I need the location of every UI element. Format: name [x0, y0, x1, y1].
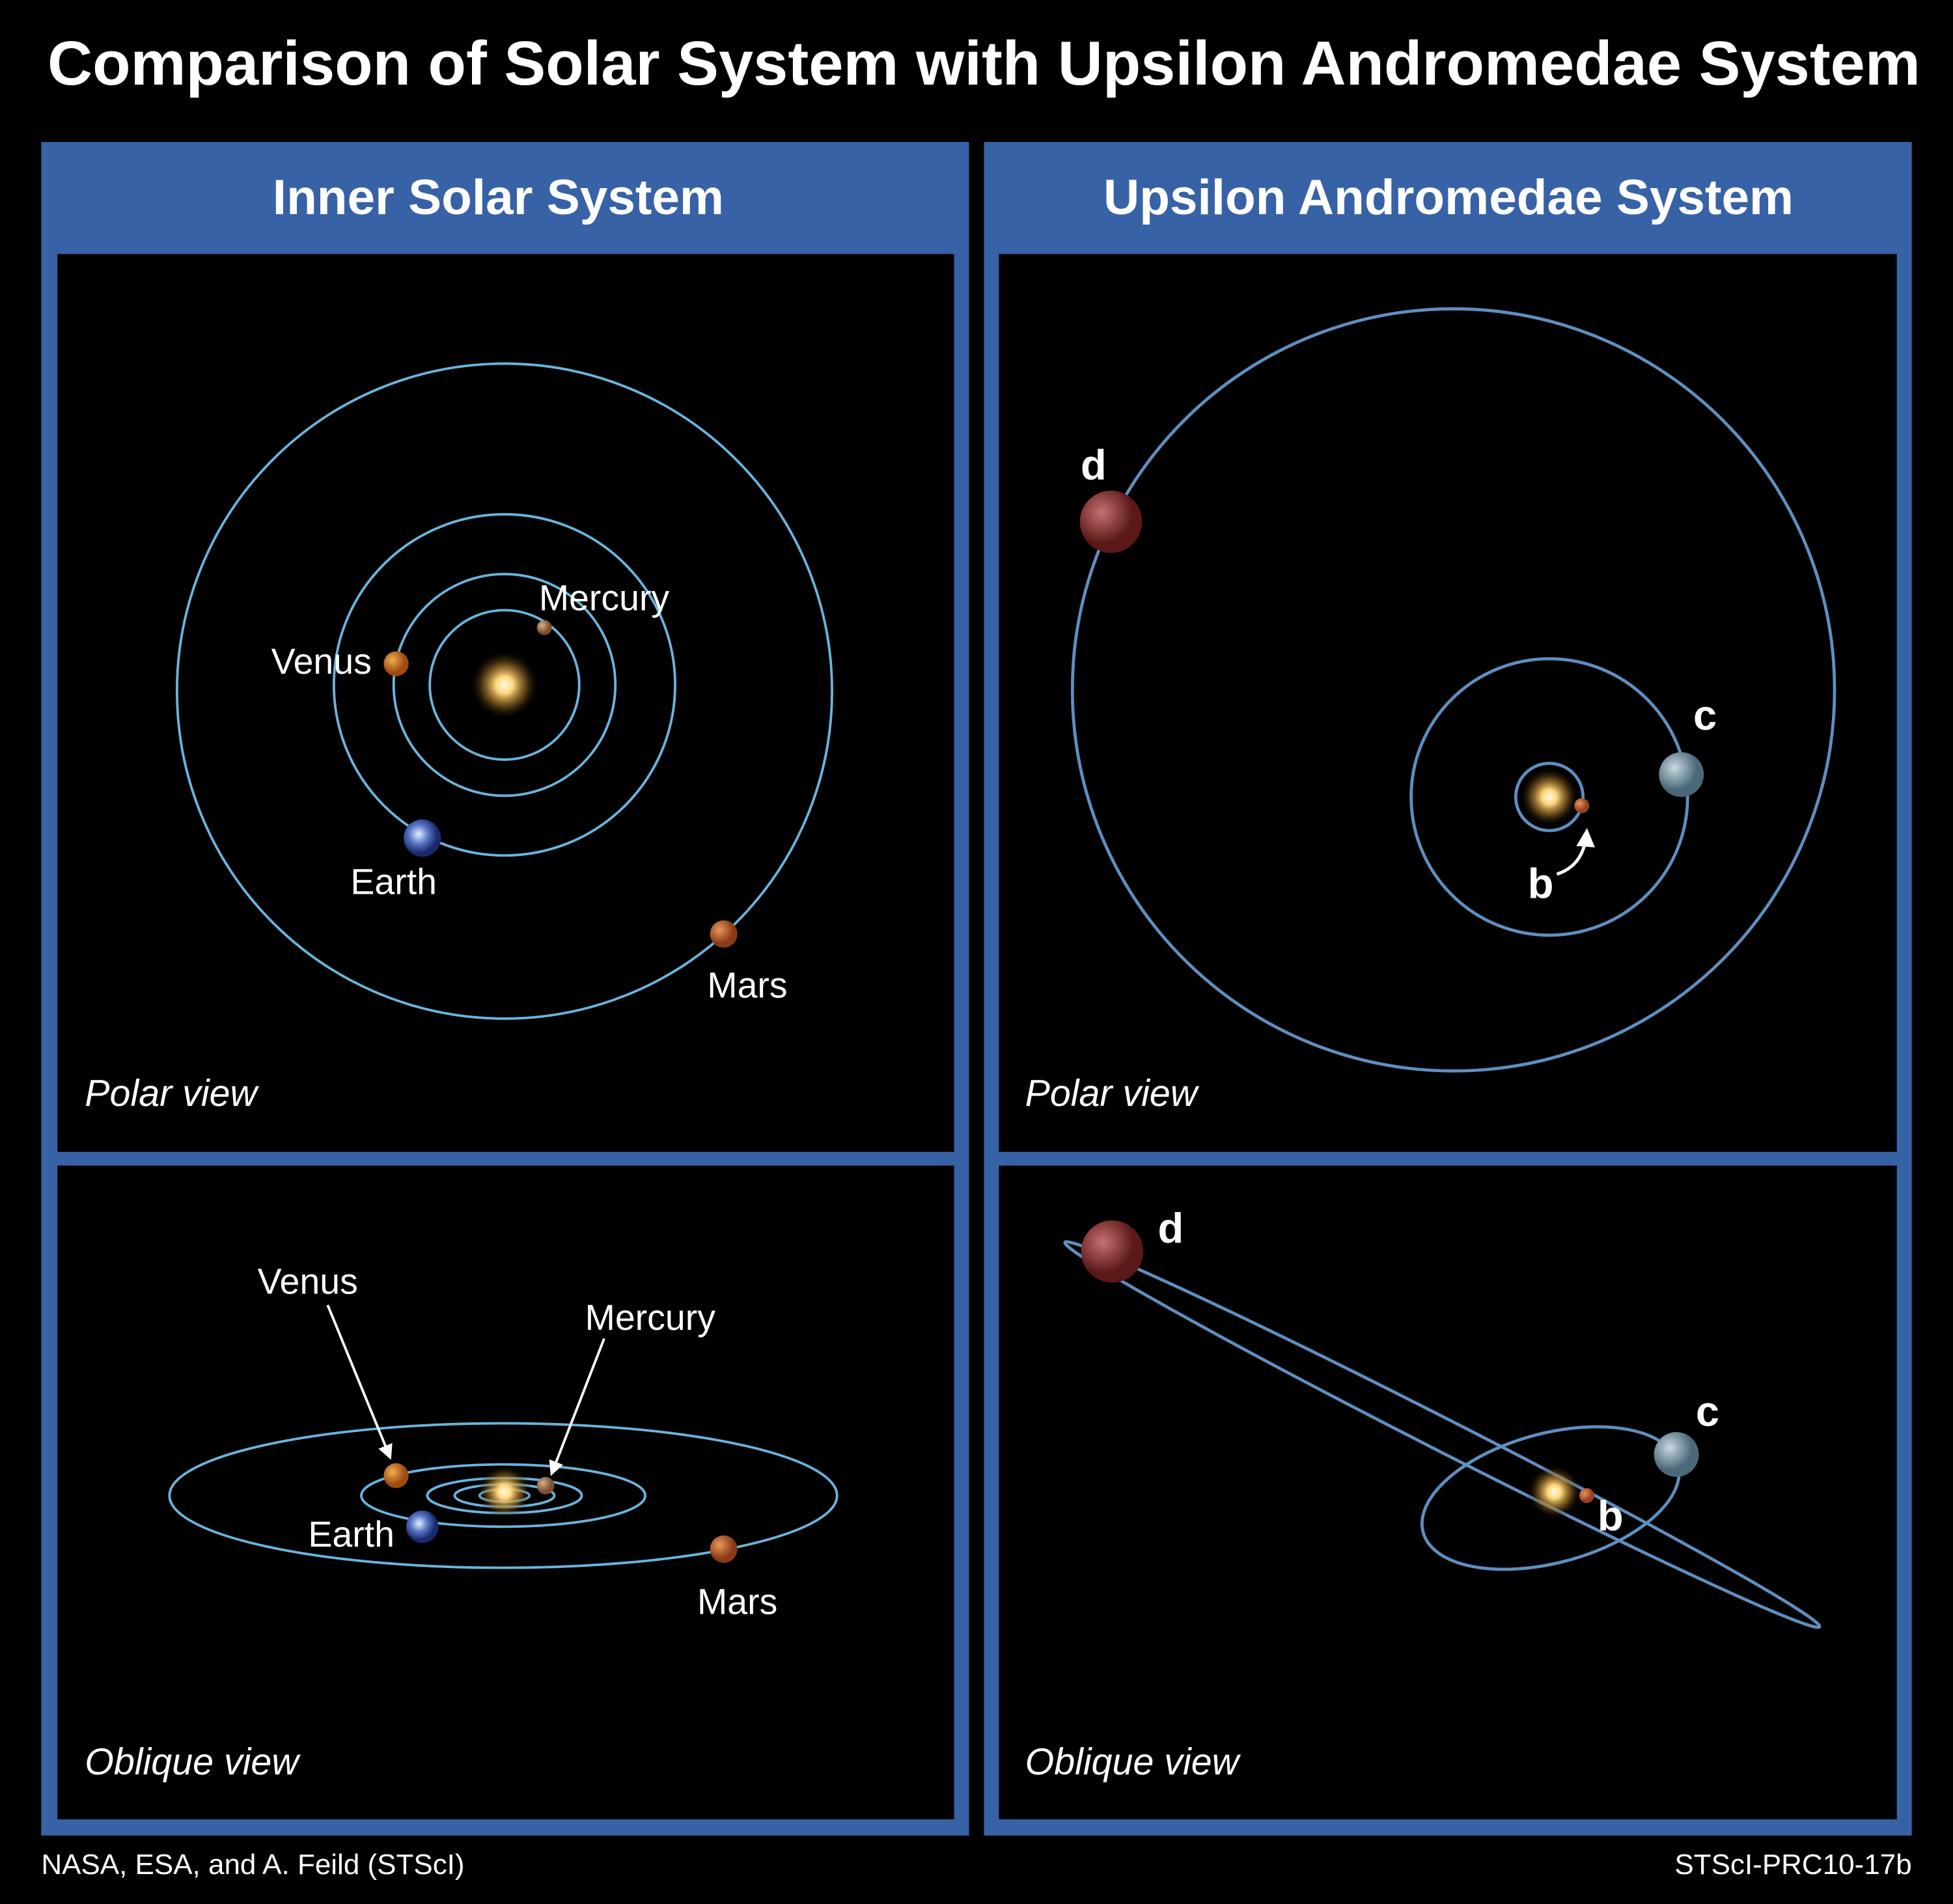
earth-label: Earth — [308, 1514, 395, 1554]
panel-heading: Upsilon Andromedae System — [1103, 170, 1794, 225]
d-orbit — [1070, 307, 1836, 1073]
inner-solar-system-panel: Inner Solar System Mercury Venus Earth M… — [41, 142, 969, 1836]
earth-planet — [406, 1510, 439, 1543]
mars-label: Mars — [697, 1581, 777, 1621]
mars-orbit — [175, 362, 834, 1020]
venus-planet — [383, 651, 409, 676]
mars-planet — [710, 920, 738, 948]
upsilon-andromedae-panel: Upsilon Andromedae System d c b Polar vi… — [984, 142, 1912, 1836]
venus-orbit — [392, 572, 617, 797]
b-arrow-icon — [1556, 828, 1595, 876]
d-label: d — [1158, 1204, 1184, 1252]
mercury-planet — [536, 620, 552, 635]
oblique-view-label: Oblique view — [85, 1741, 301, 1783]
venus-planet — [383, 1463, 409, 1489]
credit-text: NASA, ESA, and A. Feild (STScI) — [41, 1849, 464, 1881]
mars-planet — [710, 1535, 738, 1563]
solar-polar-view: Mercury Venus Earth Mars Polar view — [85, 362, 834, 1114]
b-label: b — [1598, 1492, 1624, 1539]
planet-b — [1579, 1488, 1594, 1504]
upsilon-oblique-view: d c b Oblique view — [1025, 1204, 1821, 1783]
mercury-planet — [536, 1476, 555, 1495]
star-icon — [1519, 767, 1579, 827]
oblique-view-label: Oblique view — [1025, 1741, 1241, 1783]
polar-view-label: Polar view — [1025, 1073, 1200, 1114]
mercury-label: Mercury — [585, 1297, 716, 1338]
c-label: c — [1693, 691, 1717, 739]
b-label: b — [1528, 859, 1554, 907]
solar-oblique-view: Venus Mercury Earth Mars Oblique view — [85, 1262, 838, 1783]
sun-icon — [469, 650, 540, 720]
earth-orbit — [332, 513, 676, 857]
polar-view-label: Polar view — [85, 1073, 259, 1114]
mercury-orbit — [428, 609, 581, 761]
planet-d — [1081, 1220, 1144, 1283]
planet-d — [1079, 490, 1143, 553]
planet-c — [1659, 752, 1704, 797]
star-icon — [1527, 1464, 1582, 1519]
d-label: d — [1081, 441, 1107, 489]
d-orbit — [1063, 1240, 1821, 1629]
c-orbit — [1409, 657, 1689, 937]
b-orbit — [1514, 762, 1585, 833]
panel-heading: Inner Solar System — [273, 170, 724, 225]
earth-label: Earth — [350, 862, 437, 902]
mercury-arrow-icon — [549, 1338, 605, 1476]
upsilon-polar-view: d c b Polar view — [1025, 307, 1836, 1114]
planet-b — [1574, 798, 1590, 814]
earth-planet — [404, 819, 441, 857]
release-id: STScI-PRC10-17b — [1674, 1849, 1911, 1881]
venus-label: Venus — [271, 641, 372, 682]
mercury-label: Mercury — [539, 577, 670, 618]
c-label: c — [1696, 1387, 1719, 1435]
venus-arrow-icon — [326, 1304, 393, 1460]
mars-label: Mars — [707, 965, 787, 1005]
venus-label: Venus — [258, 1262, 358, 1302]
mars-orbit — [168, 1422, 838, 1569]
main-title: Comparison of Solar System with Upsilon … — [48, 29, 1920, 98]
sun-icon — [477, 1464, 533, 1519]
planet-c — [1654, 1431, 1699, 1477]
earth-orbit — [360, 1463, 647, 1528]
